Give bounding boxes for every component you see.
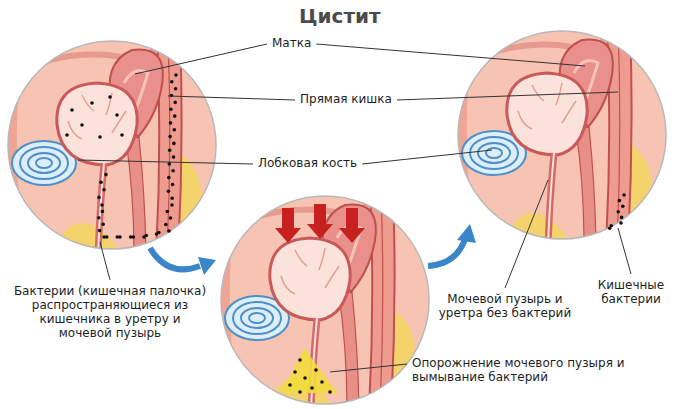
bacterium: [129, 235, 133, 239]
bacterium: [98, 229, 102, 233]
bacterium: [115, 113, 119, 117]
bacterium: [104, 173, 108, 177]
bacterium: [97, 196, 101, 200]
bacterium: [288, 383, 292, 387]
bacterium: [90, 101, 94, 105]
bacterium: [169, 107, 173, 111]
bacterium: [170, 196, 174, 200]
bacterium: [172, 155, 176, 159]
urine-spray: [282, 348, 338, 394]
bacterium: [620, 216, 624, 220]
bacterium: [101, 210, 105, 214]
bacterium: [166, 210, 170, 214]
diagram-title: Цистит: [299, 4, 381, 28]
anatomy-infected: [2, 33, 222, 255]
part-label: Опорожнение мочевого пузыря и вымывание …: [412, 356, 638, 384]
bacterium: [108, 95, 112, 99]
bacterium: [616, 210, 620, 214]
bacterium: [170, 94, 174, 98]
leader-line: [330, 364, 407, 372]
bacterium: [101, 222, 105, 226]
bacterium: [171, 169, 175, 173]
anatomy-clean: [452, 23, 672, 245]
bacterium: [172, 142, 176, 146]
leader-line: [78, 160, 253, 164]
bacterium: [328, 390, 332, 394]
bacterium: [320, 380, 324, 384]
pressure-arrows: [275, 204, 365, 243]
bacterium: [168, 149, 172, 153]
bacterium: [298, 358, 302, 362]
leader-line: [618, 228, 631, 274]
bacterium: [120, 133, 124, 137]
bacterium: [168, 162, 172, 166]
bacterium: [167, 229, 171, 233]
part-label: Кишечные бактерии: [588, 278, 674, 306]
part-label: Бактерии (кишечная палочка) распространя…: [12, 284, 208, 341]
bacterium: [169, 121, 173, 125]
bacterium: [298, 390, 302, 394]
bacterium: [171, 183, 175, 187]
bacterium: [314, 368, 318, 372]
leader-line: [362, 150, 492, 164]
leader-line: [168, 96, 295, 100]
part-label: Мочевой пузырь и уретра без бактерий: [436, 292, 574, 320]
bacterium: [98, 135, 102, 139]
bacterium: [174, 73, 178, 77]
bacterium: [167, 176, 171, 180]
bacterium: [173, 128, 177, 132]
bacterium: [293, 370, 297, 374]
bacterium: [619, 221, 623, 225]
bacterium: [167, 190, 171, 194]
bacterium: [102, 235, 106, 239]
bacterium: [168, 135, 172, 139]
bacterium: [170, 203, 174, 207]
bacterium: [164, 223, 168, 227]
bacterium: [174, 87, 178, 91]
bacterium: [173, 101, 177, 105]
bacterium: [173, 114, 177, 118]
bacterium: [100, 203, 104, 207]
leader-line: [316, 44, 585, 66]
bacterium: [608, 227, 612, 231]
leader-line: [397, 92, 618, 100]
flow-arrows: [150, 224, 476, 275]
bacterium: [80, 123, 84, 127]
part-label: Матка: [272, 36, 311, 50]
bacterium: [155, 232, 159, 236]
leader-line: [505, 180, 548, 288]
bacterium: [303, 376, 307, 380]
part-label: Прямая кишка: [300, 92, 392, 106]
bacterium: [70, 108, 74, 112]
part-label: Лобковая кость: [258, 156, 357, 170]
bacteria-dots: [65, 73, 626, 394]
bacterium: [618, 199, 622, 203]
bacterium: [116, 235, 120, 239]
leader-line: [135, 44, 267, 74]
bacterium: [102, 188, 106, 192]
bacterium: [622, 193, 626, 197]
bacterium: [99, 180, 103, 184]
bacterium: [621, 204, 625, 208]
bacterium: [170, 80, 174, 84]
bacterium: [310, 386, 314, 390]
leader-line: [100, 242, 110, 280]
bacterium: [65, 133, 69, 137]
bacterium: [169, 216, 173, 220]
bacterium: [97, 216, 101, 220]
bacterium: [142, 235, 146, 239]
anatomy-emptying: [215, 188, 435, 409]
